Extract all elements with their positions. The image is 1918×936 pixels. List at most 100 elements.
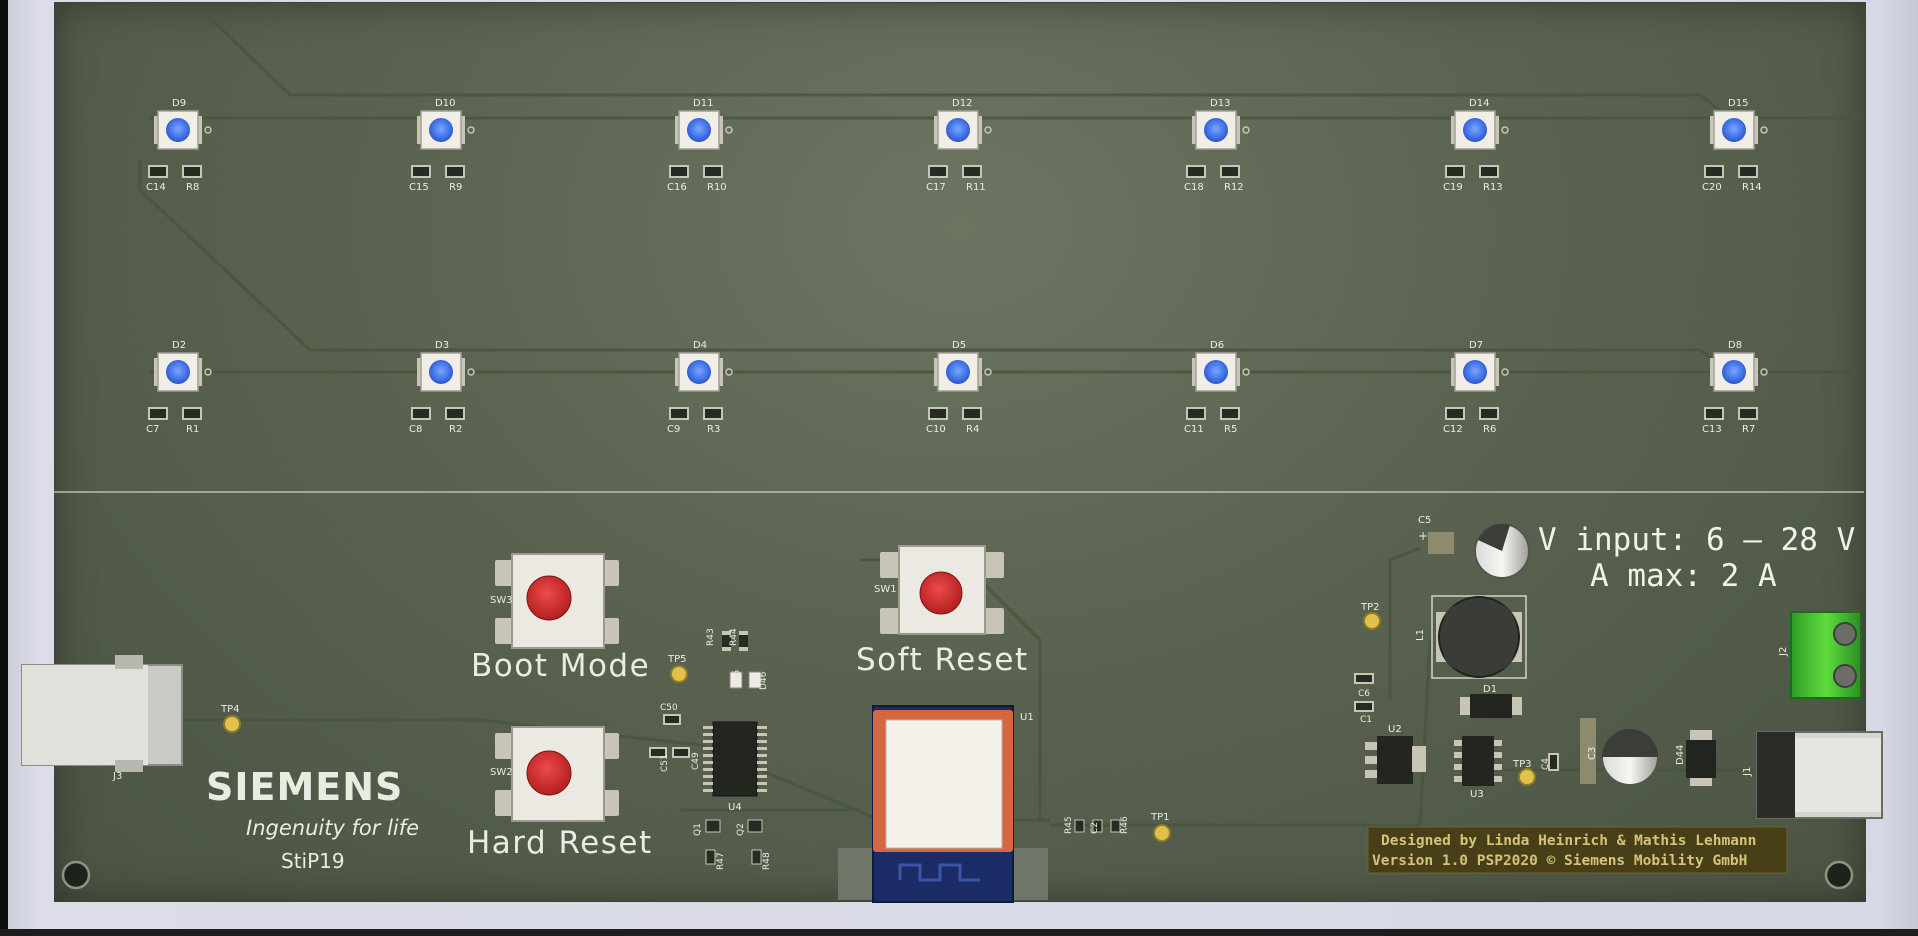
ref-d44: D44 — [1675, 745, 1686, 765]
res-ref-label: R8 — [186, 182, 199, 193]
smd-cap — [148, 407, 168, 420]
res-ref-label: R10 — [707, 182, 727, 193]
led-ref-label: D14 — [1469, 98, 1489, 109]
led-d11: D11 — [675, 98, 733, 150]
project-name: StiP19 — [281, 849, 345, 873]
led-d3: D3 — [417, 340, 475, 392]
smd-cap — [1704, 165, 1724, 178]
smd-resistor — [182, 407, 202, 420]
mounting-hole — [61, 860, 91, 890]
pushbutton-sw2: SW2 — [490, 726, 619, 822]
cap-ref-label: C17 — [926, 182, 946, 193]
barrel-jack-j1: J1 — [1742, 731, 1883, 819]
copper-traces — [138, 6, 1860, 827]
cap-ref-label: C13 — [1702, 424, 1722, 435]
pushbutton-sw1: SW1 — [874, 545, 1004, 635]
led-ref-label: D7 — [1469, 340, 1483, 351]
res-ref-label: R6 — [1483, 424, 1496, 435]
led-d15: D15 — [1710, 98, 1768, 150]
label-soft-reset: Soft Reset — [856, 642, 1029, 678]
smd-resistor — [445, 407, 465, 420]
inductor-l1: L1 — [1415, 595, 1527, 679]
pushbutton-sw3: SW3 — [490, 553, 619, 649]
led-ref-label: D5 — [952, 340, 966, 351]
led-ref-label: D2 — [172, 340, 186, 351]
ref-tp1: TP1 — [1150, 812, 1170, 823]
ref-d46: D46 — [759, 671, 769, 690]
ref-u2: U2 — [1388, 724, 1402, 735]
smd-cap — [1186, 165, 1206, 178]
ref-c50: C50 — [660, 703, 678, 713]
ref-sw3: SW3 — [490, 595, 513, 606]
ref-j1: J1 — [1742, 767, 1753, 777]
led-ref-label: D10 — [435, 98, 455, 109]
smd-cap — [669, 407, 689, 420]
cap-ref-label: C10 — [926, 424, 946, 435]
led-d13: D13 — [1192, 98, 1250, 150]
res-ref-label: R4 — [966, 424, 979, 435]
smd-resistor — [445, 165, 465, 178]
smd-resistor — [1738, 407, 1758, 420]
res-ref-label: R1 — [186, 424, 199, 435]
polarity-plus: + — [1418, 529, 1428, 543]
cap-ref-label: C8 — [409, 424, 422, 435]
ref-c1: C1 — [1360, 715, 1372, 725]
testpoint-tp2 — [1363, 612, 1381, 630]
cap-ref-label: C15 — [409, 182, 429, 193]
ref-tp5: TP5 — [667, 654, 687, 665]
leds-d45-d46: D45 D46 — [729, 670, 769, 690]
transistors-q1-q2: Q1 Q2 R47 R48 — [693, 819, 772, 870]
testpoint-tp5 — [670, 665, 688, 683]
ref-q2: Q2 — [736, 823, 746, 836]
ref-j3: J3 — [112, 771, 122, 782]
smd-cap — [411, 407, 431, 420]
led-ref-label: D12 — [952, 98, 972, 109]
label-hard-reset: Hard Reset — [467, 825, 653, 861]
res-ref-label: R2 — [449, 424, 462, 435]
module-u1: U1 — [838, 705, 1048, 903]
cap-ref-label: C20 — [1702, 182, 1722, 193]
bottom-frame-edge — [0, 929, 1918, 936]
regulator-u2: U2 — [1365, 724, 1426, 784]
mounting-hole — [1824, 860, 1854, 890]
res-ref-label: R7 — [1742, 424, 1755, 435]
usb-connector-j3: J3 — [21, 655, 183, 782]
ref-d1: D1 — [1483, 684, 1497, 695]
testpoint-tp4 — [223, 715, 241, 733]
ref-d45: D45 — [732, 670, 742, 688]
ref-tp2: TP2 — [1360, 602, 1380, 613]
led-d5: D5 — [934, 340, 992, 392]
ref-r43: R43 — [706, 628, 716, 646]
testpoint-tp1 — [1153, 824, 1171, 842]
led-d9: D9 — [154, 98, 212, 150]
cap-ref-label: C11 — [1184, 424, 1204, 435]
res-ref-label: R3 — [707, 424, 720, 435]
led-d8: D8 — [1710, 340, 1768, 392]
smd-group-r45-c2-r46: R45 C2 R46 — [1064, 816, 1130, 834]
cap-ref-label: C19 — [1443, 182, 1463, 193]
led-d7: D7 — [1451, 340, 1509, 392]
capacitor-c5: + C5 — [1418, 515, 1530, 579]
cap-ref-label: C14 — [146, 182, 166, 193]
cap-ref-label: C9 — [667, 424, 680, 435]
ref-c5: C5 — [1418, 515, 1431, 526]
led-ref-label: D13 — [1210, 98, 1230, 109]
ref-c4: C4 — [1541, 758, 1551, 770]
smd-c4 — [1548, 753, 1559, 771]
ref-r45: R45 — [1064, 816, 1074, 834]
testpoint-tp3 — [1518, 768, 1536, 786]
label-boot-mode: Boot Mode — [471, 648, 650, 684]
smd-resistor — [1220, 407, 1240, 420]
res-ref-label: R13 — [1483, 182, 1503, 193]
res-ref-label: R5 — [1224, 424, 1237, 435]
led-d6: D6 — [1192, 340, 1250, 392]
siemens-logo: SIEMENS — [206, 765, 403, 809]
ref-r48: R48 — [762, 852, 772, 870]
caps-c6-c1: C6 C1 — [1354, 673, 1374, 725]
cap-ref-label: C16 — [667, 182, 687, 193]
ref-l1: L1 — [1415, 629, 1426, 641]
ref-u4: U4 — [728, 802, 742, 813]
